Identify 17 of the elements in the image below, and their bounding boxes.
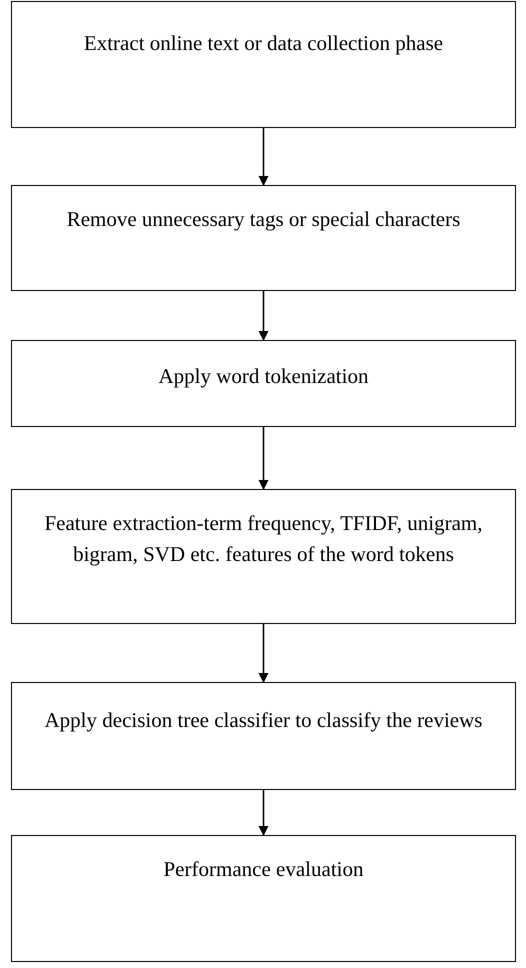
step-text: Apply word tokenization: [158, 363, 370, 390]
arrow: [258, 624, 268, 683]
process-box: [11, 1, 516, 128]
process-box: [11, 835, 516, 962]
arrow: [258, 291, 268, 341]
process-box: [11, 185, 516, 291]
arrow: [258, 427, 268, 490]
step-text: Feature extraction-term frequency, TFIDF, unigram, bigram, SVD etc. features of the word tokens: [43, 510, 484, 568]
process-box: [11, 489, 516, 624]
arrow: [258, 790, 268, 836]
step-text: Extract online text or data collection phase: [82, 30, 444, 57]
arrow: [258, 128, 268, 186]
step-text: Performance evaluation: [162, 856, 364, 883]
step-text: Apply decision tree classifier to classify the reviews: [44, 707, 484, 734]
step-text: Remove unnecessary tags or special characters: [66, 206, 462, 233]
process-box: [11, 682, 516, 790]
process-box: [11, 340, 516, 427]
